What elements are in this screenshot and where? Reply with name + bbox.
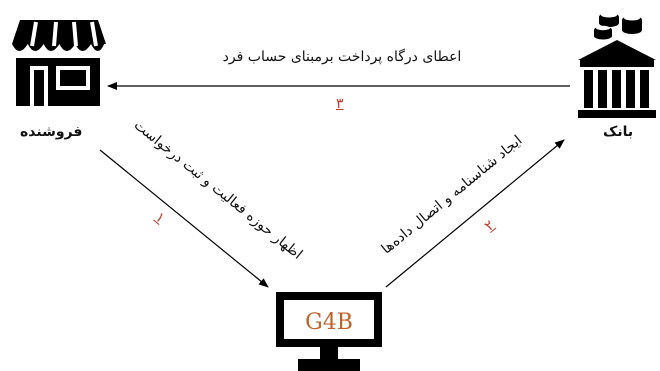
bank-icon: [578, 12, 656, 118]
arrow-seller-to-g4b: [99, 149, 269, 288]
monitor-icon: [276, 292, 382, 371]
g4b-label: G4B: [305, 309, 353, 335]
arrow-g4b-to-bank: [385, 139, 565, 288]
seller-label: فروشنده: [20, 124, 83, 140]
step-number-3: ۳: [336, 96, 344, 112]
edge-label-bank-to-seller: اعطای درگاه پرداخت برمبنای حساب فرد: [222, 49, 462, 65]
storefront-icon: [12, 20, 106, 106]
bank-label: بانک: [603, 124, 634, 140]
